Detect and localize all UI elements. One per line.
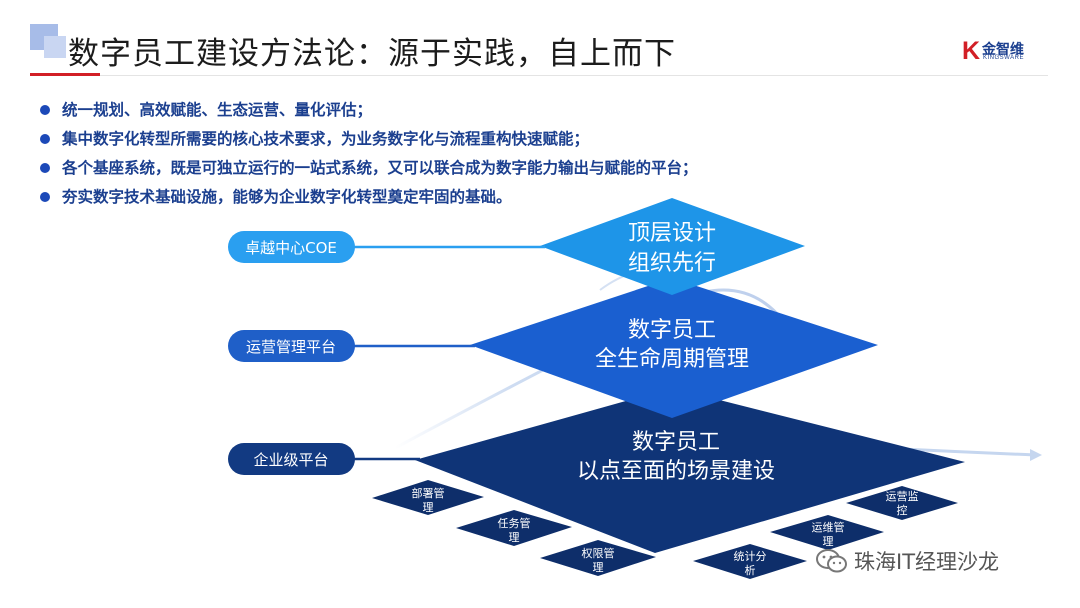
- bottom-layer-line2: 以点至面的场景建设: [577, 459, 775, 484]
- layer-diamond-top: [540, 198, 805, 295]
- bullet-list: 统一规划、高效赋能、生态运营、量化评估； 集中数字化转型所需要的核心技术要求，为…: [36, 98, 698, 214]
- module-tile: [372, 480, 484, 515]
- module-label: 统计分: [734, 550, 767, 563]
- label-pill-coe: [228, 231, 355, 263]
- title-underline: [30, 75, 1048, 76]
- module-label: 权限管: [582, 546, 615, 560]
- module-tile: [693, 544, 807, 579]
- bullet-item: 夯实数字技术基础设施，能够为企业数字化转型奠定牢固的基础。: [36, 185, 698, 214]
- module-label: 理: [823, 535, 834, 548]
- module-tile: [456, 510, 572, 546]
- top-layer-line2: 组织先行: [628, 251, 716, 276]
- layer-diamond-bottom: [415, 388, 965, 553]
- logo-english-name: KINGSWARE: [983, 55, 1024, 61]
- label-coe: 卓越中心COE: [245, 239, 337, 257]
- label-enterprise-platform: 企业级平台: [253, 451, 328, 469]
- watermark: 珠海IT经理沙龙: [816, 540, 1056, 580]
- bullet-item: 各个基座系统，既是可独立运行的一站式系统，又可以联合成为数字能力输出与赋能的平台…: [36, 156, 698, 185]
- module-label: 控: [897, 503, 908, 517]
- module-label: 理: [423, 501, 434, 514]
- label-pill-operations-platform: [228, 330, 355, 362]
- module-tile: [846, 486, 958, 520]
- module-label: 理: [509, 531, 520, 544]
- arrow-head-icon: [1030, 449, 1042, 461]
- module-label: 理: [593, 561, 604, 574]
- bullet-item: 集中数字化转型所需要的核心技术要求，为业务数字化与流程重构快速赋能；: [36, 127, 698, 156]
- title-red-accent: [30, 73, 100, 76]
- module-label: 部署管: [412, 486, 445, 500]
- middle-layer-line1: 数字员工: [628, 318, 716, 343]
- bullet-text: 各个基座系统，既是可独立运行的一站式系统，又可以联合成为数字能力输出与赋能的平台…: [62, 159, 698, 177]
- page-title: 数字员工建设方法论：源于实践，自上而下: [68, 36, 676, 72]
- logo-mark: K: [962, 37, 981, 65]
- bullet-text: 集中数字化转型所需要的核心技术要求，为业务数字化与流程重构快速赋能；: [62, 130, 590, 148]
- module-label: 析: [745, 563, 756, 577]
- bullet-text: 统一规划、高效赋能、生态运营、量化评估；: [62, 101, 373, 119]
- module-tile: [540, 540, 656, 576]
- bullet-text: 夯实数字技术基础设施，能够为企业数字化转型奠定牢固的基础。: [62, 188, 512, 206]
- bottom-layer-line1: 数字员工: [632, 430, 720, 455]
- module-label: 任务管: [498, 516, 531, 530]
- bullet-dot-icon: [40, 192, 50, 202]
- module-label: 运维管: [812, 520, 845, 534]
- module-label: 运营监: [886, 489, 919, 503]
- wechat-icon: [816, 549, 847, 573]
- watermark-text: 珠海IT经理沙龙: [854, 550, 1000, 574]
- bullet-dot-icon: [40, 163, 50, 173]
- bullet-dot-icon: [40, 105, 50, 115]
- middle-layer-line2: 全生命周期管理: [595, 347, 749, 372]
- module-tile: [770, 515, 884, 550]
- label-operations-platform: 运营管理平台: [246, 338, 336, 356]
- kingsware-logo: K 金智维 KINGSWARE: [962, 38, 1042, 66]
- label-pill-enterprise-platform: [228, 443, 355, 475]
- layer-diamond-middle: [470, 278, 878, 418]
- bullet-dot-icon: [40, 134, 50, 144]
- top-layer-line1: 顶层设计: [628, 221, 716, 246]
- title-decoration-square-light: [44, 36, 66, 58]
- logo-chinese-name: 金智维: [982, 42, 1024, 58]
- bullet-item: 统一规划、高效赋能、生态运营、量化评估；: [36, 98, 698, 127]
